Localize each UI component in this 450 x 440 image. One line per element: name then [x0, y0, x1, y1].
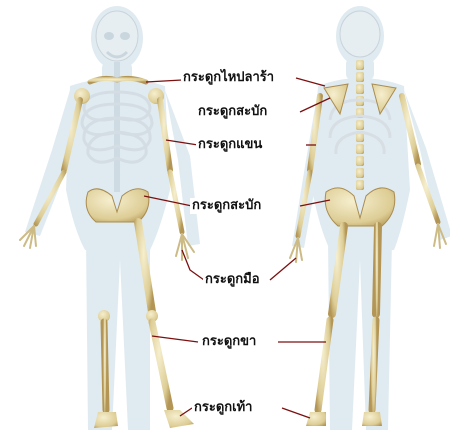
leader-hand-front — [182, 250, 204, 280]
label-scapula-back: กระดูกสะบัก — [196, 104, 269, 120]
back-left-shin — [318, 320, 330, 410]
front-left-shin — [104, 322, 106, 410]
label-hand: กระดูกมือ — [203, 272, 262, 288]
leader-hand-back — [270, 258, 296, 280]
label-foot: กระดูกเท้า — [192, 400, 254, 416]
back-right-shin — [372, 320, 376, 410]
label-collarbone: กระดูกไหปลาร้า — [181, 70, 276, 86]
leader-foot-back — [282, 408, 310, 418]
leader-collarbone-back — [296, 78, 325, 86]
label-pelvis: กระดูกสะบัก — [190, 198, 263, 214]
back-right-femur — [376, 226, 378, 314]
back-right-foot — [362, 412, 382, 426]
front-left-foot — [94, 412, 118, 428]
front-right-foot — [164, 410, 194, 428]
back-spine — [356, 60, 364, 190]
back-skull — [340, 11, 380, 57]
back-left-foot — [306, 412, 326, 426]
label-arm: กระดูกแขน — [196, 137, 264, 153]
front-right-shin — [152, 322, 170, 408]
leader-collarbone-front — [146, 80, 182, 82]
leader-lines — [144, 78, 330, 418]
label-leg: กระดูกขา — [200, 334, 258, 350]
front-skull — [96, 11, 138, 61]
front-clavicle — [90, 78, 146, 82]
back-skeleton — [290, 6, 450, 430]
front-skeleton — [20, 6, 200, 430]
